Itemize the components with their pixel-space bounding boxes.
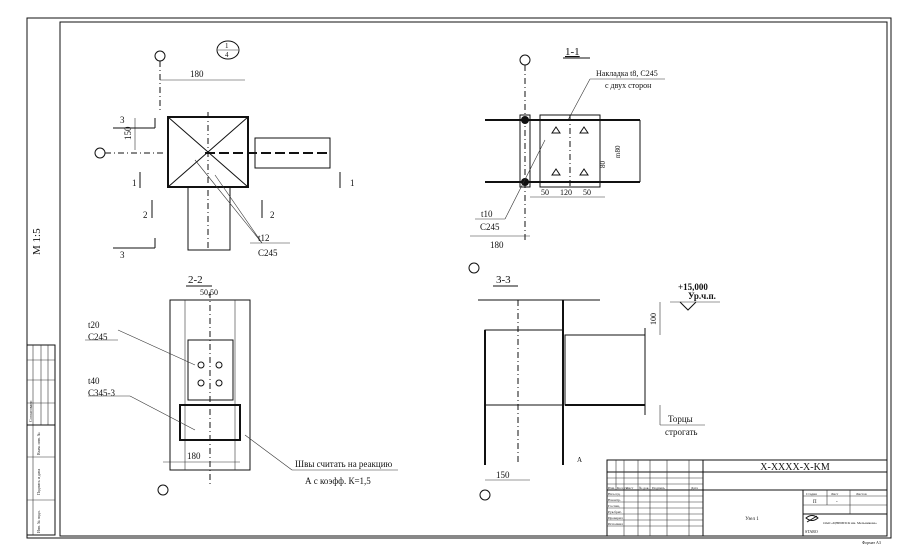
- section-1-1-dim-pitch: m80: [614, 145, 622, 158]
- sheet-header: Лист: [831, 492, 839, 496]
- section-2-2-plate1-steel: C245: [88, 332, 108, 342]
- drawing-code: X-XXXX-X-KM: [760, 462, 830, 473]
- section-2-2-note-line2: А с коэфф. К=1,5: [305, 476, 371, 486]
- section-1-1-note-line1: Накладка t8, C245: [596, 69, 658, 78]
- col-doc: № док.: [639, 486, 649, 490]
- axis-bubble: [94, 147, 106, 159]
- plan-dim-width: 180: [190, 69, 204, 79]
- section-1-1-dim-80: 80: [599, 161, 607, 169]
- section-mark-3-bottom: 3: [120, 250, 125, 260]
- role-team-lead: Рук.бриг.: [608, 510, 622, 514]
- section-3-3-note-line1: Торцы: [668, 414, 693, 424]
- col-change: Изм.: [608, 486, 615, 490]
- section-mark-1-right: 1: [350, 178, 355, 188]
- col-date: Дата: [691, 486, 698, 490]
- section-1-1-title: 1-1: [565, 46, 580, 58]
- stamp-inv-no: Инв. № подл.: [36, 510, 41, 533]
- section-1-1-dim-120: 120: [560, 188, 572, 197]
- lower-column: [187, 186, 231, 251]
- section-3-3-dim-100: 100: [649, 313, 658, 325]
- stage-value: П: [813, 500, 817, 505]
- role-executed: Исполнил: [608, 522, 623, 526]
- plate-t40: [179, 404, 241, 441]
- org-logo-icon: [805, 515, 819, 523]
- section-2-2-dim-width: 180: [187, 451, 201, 461]
- plan-view: 1 4 180 150 3 3 1 1 2 2 t12 C245: [94, 40, 355, 260]
- role-head-dept: Нач.отд.: [608, 492, 621, 496]
- node-ref-bottom: 4: [225, 51, 229, 59]
- inner-frame: [59, 21, 888, 537]
- sheets-header: Листов: [856, 492, 867, 496]
- section-mark-1-left: 1: [132, 178, 137, 188]
- stage-header: Стадия: [806, 492, 817, 496]
- section-1-1-plate-steel: C245: [480, 222, 500, 232]
- reaction-mark: A: [577, 456, 582, 464]
- section-2-2-title: 2-2: [188, 274, 203, 286]
- section-1-1-note-line2: с двух сторон: [605, 81, 652, 90]
- role-norm-control: Н.контр.: [608, 498, 621, 502]
- section-3-3-note-line2: строгать: [665, 427, 698, 437]
- section-2-2-plate1-label: t20: [88, 320, 100, 330]
- elevation-label: Ур.ч.п.: [688, 291, 716, 301]
- sheet-frame: [26, 17, 892, 539]
- stamp-replace-inv: Взам. инв. №: [36, 432, 41, 455]
- org-name: ОАО «ЦНИИПСК им. Мельникова»: [823, 521, 877, 525]
- elevation-value: +15,000: [678, 282, 708, 292]
- node-ref-circle: [216, 40, 240, 60]
- plan-dim-height: 150: [123, 126, 133, 140]
- plan-plate-steel: C245: [258, 248, 278, 258]
- section-1-1-dim-50a: 50: [541, 188, 549, 197]
- section-mark-2-right: 2: [270, 210, 275, 220]
- beam-3-3: [564, 334, 646, 406]
- axis-bubble: [154, 50, 166, 62]
- section-2-2-plate2-label: t40: [88, 376, 100, 386]
- section-1-1-dim-width: 180: [490, 240, 504, 250]
- stamp-sign-date: Подпись и дата: [36, 469, 41, 495]
- stamp-agreed: Согласовано: [28, 401, 33, 422]
- format-label: Формат А3: [862, 540, 881, 545]
- section-3-3-dim-width: 150: [496, 470, 510, 480]
- plan-plate-label: t12: [258, 233, 270, 243]
- section-2-2: 2-2 50,50 t20 C245 t40 C345-3 180 Швы сч…: [85, 274, 398, 496]
- scale-label: М 1:5: [31, 228, 43, 255]
- plate-t20: [187, 339, 234, 401]
- section-3-3: 3-3 +15,000 Ур.ч.п. 100 Торцы строгать A…: [478, 274, 720, 501]
- node-ref-top: 1: [225, 42, 229, 50]
- org-logo-text: STARO: [805, 529, 818, 534]
- title-block: X-XXXX-X-KM Изм. Кол.уч. Лист № док. Под…: [606, 459, 888, 545]
- side-stamp: Согласовано Взам. инв. № Подпись и дата …: [26, 344, 56, 536]
- role-chief-spec: Гл.спец.: [608, 504, 620, 508]
- col-sign: Подпись: [652, 486, 665, 490]
- section-1-1-dim-50b: 50: [583, 188, 591, 197]
- section-mark-3-top: 3: [120, 115, 125, 125]
- col-sheet: Лист: [626, 486, 634, 490]
- section-mark-2-left: 2: [143, 210, 148, 220]
- sheet-value: -: [836, 500, 838, 505]
- col-qty: Кол.уч.: [617, 486, 628, 490]
- section-1-1: 1-1 Накладка t8, C245 с двух сторон m80 …: [468, 46, 665, 274]
- section-1-1-plate-label: t10: [481, 209, 493, 219]
- section-2-2-plate2-steel: C345-3: [88, 388, 116, 398]
- beam-end: [254, 137, 331, 169]
- section-3-3-title: 3-3: [496, 274, 511, 286]
- sheet-name: Узел 1: [745, 517, 759, 522]
- role-checked: Проверил: [608, 516, 623, 520]
- section-2-2-dim-top: 50,50: [200, 288, 218, 297]
- section-2-2-note-line1: Швы считать на реакцию: [295, 459, 393, 469]
